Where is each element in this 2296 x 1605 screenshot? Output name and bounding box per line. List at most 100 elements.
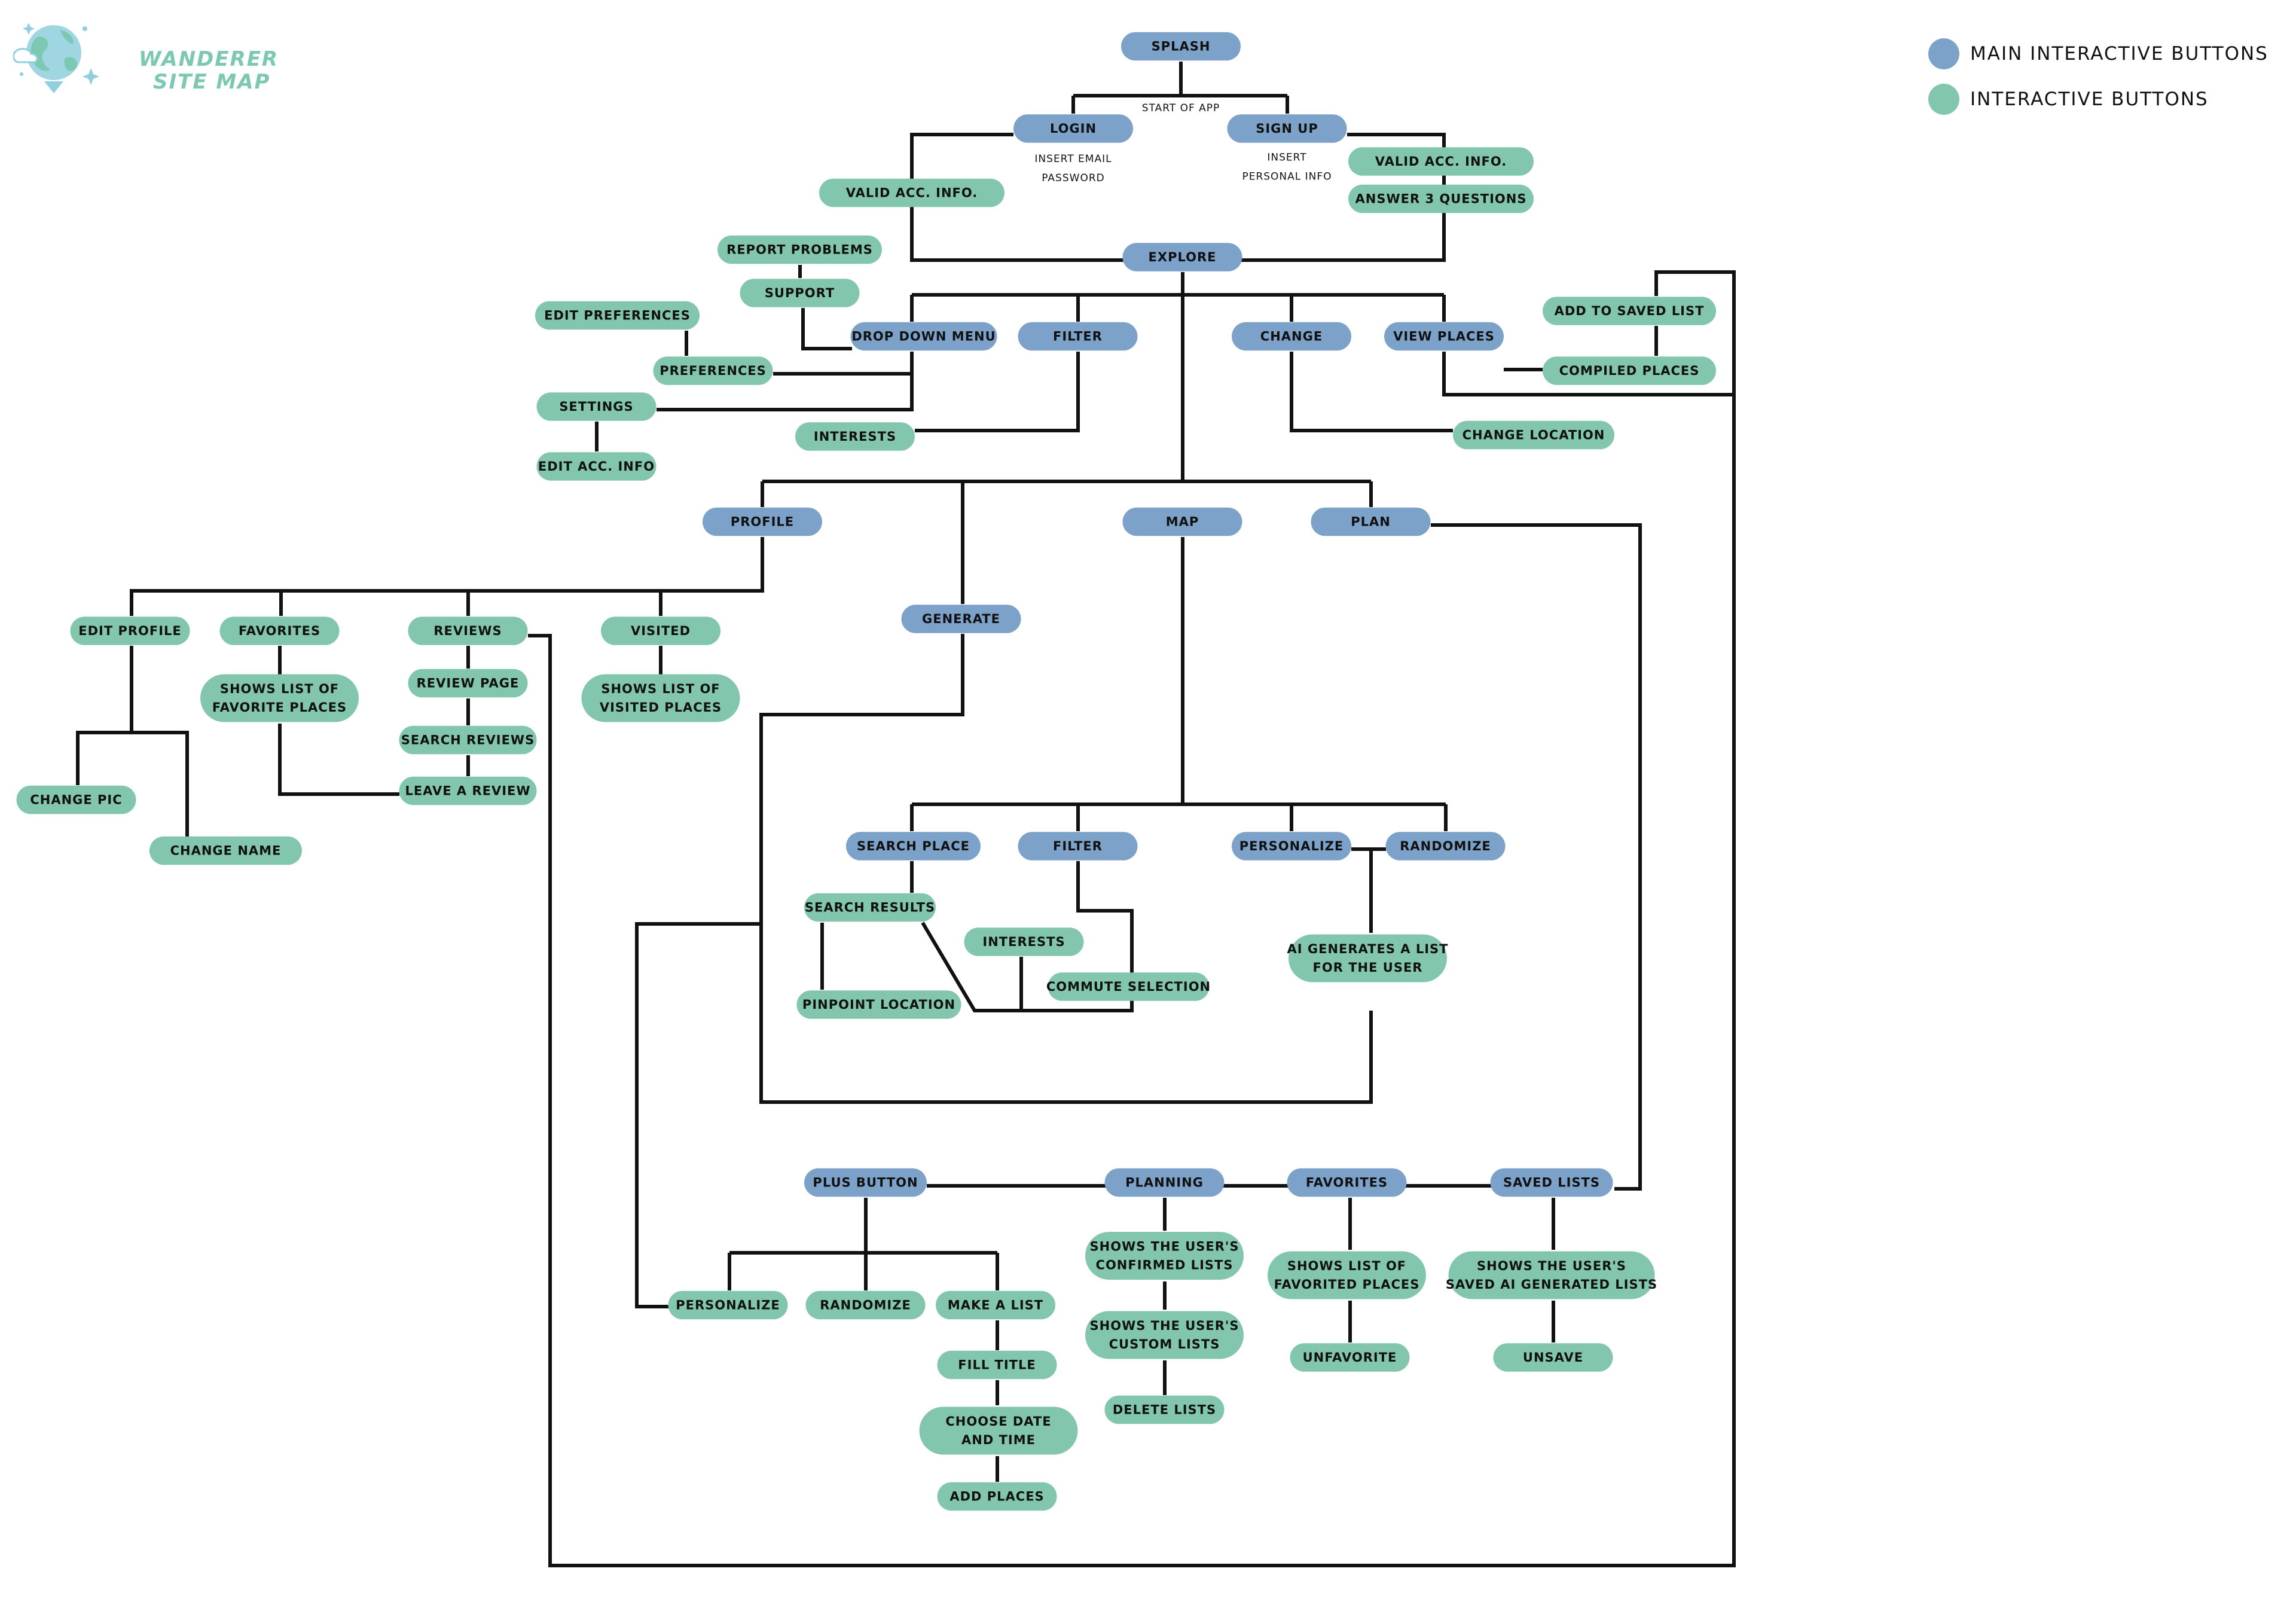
main-button-shape xyxy=(1384,322,1504,351)
node-label: RANDOMIZE xyxy=(1400,839,1491,853)
button-shape xyxy=(1348,147,1534,176)
connector-line xyxy=(773,352,914,376)
main-button-shape xyxy=(1018,322,1138,351)
node-label: PERSONALIZE xyxy=(1239,839,1344,853)
node-label-line: SPLASH xyxy=(1152,39,1211,54)
connector-line xyxy=(1442,352,1734,396)
button-shape xyxy=(796,990,961,1019)
node-label: INTERESTS xyxy=(982,935,1065,949)
node-support: SUPPORT xyxy=(740,279,860,307)
node-label: PERSONALIZE xyxy=(676,1298,780,1313)
node-label: REVIEW PAGE xyxy=(417,676,520,691)
node-plus-randomize: RANDOMIZE xyxy=(805,1290,926,1320)
node-label-line: SETTINGS xyxy=(559,399,633,414)
node-label-line: SHOWS LIST OF xyxy=(220,682,339,696)
button-shape xyxy=(1289,934,1447,982)
node-label: COMPILED PLACES xyxy=(1559,364,1700,378)
node-label: AI GENERATES A LIST FOR THE USER xyxy=(1287,942,1449,975)
node-label: EDIT PROFILE xyxy=(78,624,182,638)
legend-item-main: MAIN INTERACTIVE BUTTONS xyxy=(1928,31,2268,77)
button-shape xyxy=(219,617,340,645)
node-saved-lists: SAVED LISTS xyxy=(1490,1168,1613,1197)
button-shape xyxy=(149,836,302,865)
button-shape xyxy=(1448,1251,1655,1299)
node-label: VALID ACC. INFO. xyxy=(846,186,978,200)
node-label: VISITED xyxy=(631,624,691,638)
node-label: ANSWER 3 QUESTIONS xyxy=(1355,192,1527,206)
button-shape xyxy=(653,356,773,385)
button-shape xyxy=(937,1350,1057,1380)
legend: MAIN INTERACTIVE BUTTONS INTERACTIVE BUT… xyxy=(1928,31,2268,122)
connector-line xyxy=(921,861,1134,1012)
node-label: FILL TITLE xyxy=(958,1358,1036,1372)
legend-label-main: MAIN INTERACTIVE BUTTONS xyxy=(1970,43,2268,65)
node-label-line: FOR THE USER xyxy=(1313,960,1423,975)
button-shape xyxy=(718,235,882,264)
button-shape xyxy=(1048,972,1210,1001)
main-button-shape xyxy=(1122,243,1242,271)
node-map-interests: INTERESTS xyxy=(964,927,1084,956)
node-unfavorite: UNFAVORITE xyxy=(1290,1343,1410,1372)
connector-line xyxy=(130,537,764,616)
node-label-line: VIEW PLACES xyxy=(1393,329,1495,344)
node-preferences: PREFERENCES xyxy=(653,356,773,385)
button-shape xyxy=(964,927,1084,956)
node-label-line: CHOOSE DATE xyxy=(945,1414,1051,1429)
node-label-line: AI GENERATES A LIST xyxy=(1287,942,1449,956)
node-label-line: PREFERENCES xyxy=(660,364,767,378)
node-label-line: VISITED PLACES xyxy=(600,700,722,715)
node-label-line: SHOWS THE USER'S xyxy=(1090,1319,1239,1333)
button-shape xyxy=(1543,356,1716,385)
node-label-line: REPORT PROBLEMS xyxy=(726,243,873,257)
node-compiled-places: COMPILED PLACES xyxy=(1543,356,1716,385)
node-plan: PLAN xyxy=(1311,507,1431,536)
node-login-valid: VALID ACC. INFO. xyxy=(819,178,1004,208)
node-label: FILTER xyxy=(1053,839,1103,853)
node-answer-questions: ANSWER 3 QUESTIONS xyxy=(1348,184,1534,213)
connector-line xyxy=(528,270,1736,1567)
node-edit-acc-info: EDIT ACC. INFO xyxy=(536,452,657,481)
main-button-shape xyxy=(1227,114,1347,143)
main-button-shape xyxy=(1121,32,1241,61)
main-button-shape xyxy=(1232,832,1351,861)
node-label-line: CHANGE PIC xyxy=(30,793,122,807)
main-button-shape xyxy=(1122,507,1242,536)
node-label-line: FAVORITES xyxy=(239,624,320,638)
node-label-line: ANSWER 3 QUESTIONS xyxy=(1355,192,1527,206)
node-drop-down-menu: DROP DOWN MENU xyxy=(850,322,997,351)
button-shape xyxy=(536,392,657,421)
node-label-line: PINPOINT LOCATION xyxy=(802,997,955,1012)
main-button-shape xyxy=(1287,1168,1407,1197)
connector-line xyxy=(76,646,133,785)
node-label-line: EDIT PROFILE xyxy=(78,624,182,638)
connector-line xyxy=(759,634,1373,1104)
node-label-line: FILTER xyxy=(1053,839,1103,853)
button-shape xyxy=(795,422,915,451)
node-planning: PLANNING xyxy=(1104,1168,1225,1197)
node-change-name: CHANGE NAME xyxy=(149,836,302,865)
node-label-line: SUPPORT xyxy=(765,286,835,300)
node-splash: SPLASH xyxy=(1121,32,1241,61)
node-label: FAVORITES xyxy=(239,624,320,638)
node-label-line: FAVORITE PLACES xyxy=(212,700,347,715)
node-label: SAVED LISTS xyxy=(1503,1176,1600,1190)
node-label-line: PERSONALIZE xyxy=(676,1298,780,1313)
node-label-line: SEARCH RESULTS xyxy=(805,901,935,915)
node-label-line: REVIEW PAGE xyxy=(417,676,520,691)
node-label-line: SEARCH PLACE xyxy=(857,839,970,853)
node-label: PREFERENCES xyxy=(660,364,767,378)
button-shape xyxy=(399,776,537,805)
node-label-line: FILL TITLE xyxy=(958,1358,1036,1372)
node-label: RANDOMIZE xyxy=(820,1298,911,1313)
secondary-button-swatch xyxy=(1928,84,1959,115)
node-label: VALID ACC. INFO. xyxy=(1375,154,1507,169)
node-label: DELETE LISTS xyxy=(1113,1403,1216,1417)
button-shape xyxy=(1543,297,1716,325)
node-label-line: SAVED AI GENERATED LISTS xyxy=(1446,1277,1657,1292)
node-label-line: FAVORITED PLACES xyxy=(1274,1277,1420,1292)
node-label: LEAVE A REVIEW xyxy=(405,784,530,798)
node-label: MAKE A LIST xyxy=(948,1298,1043,1313)
